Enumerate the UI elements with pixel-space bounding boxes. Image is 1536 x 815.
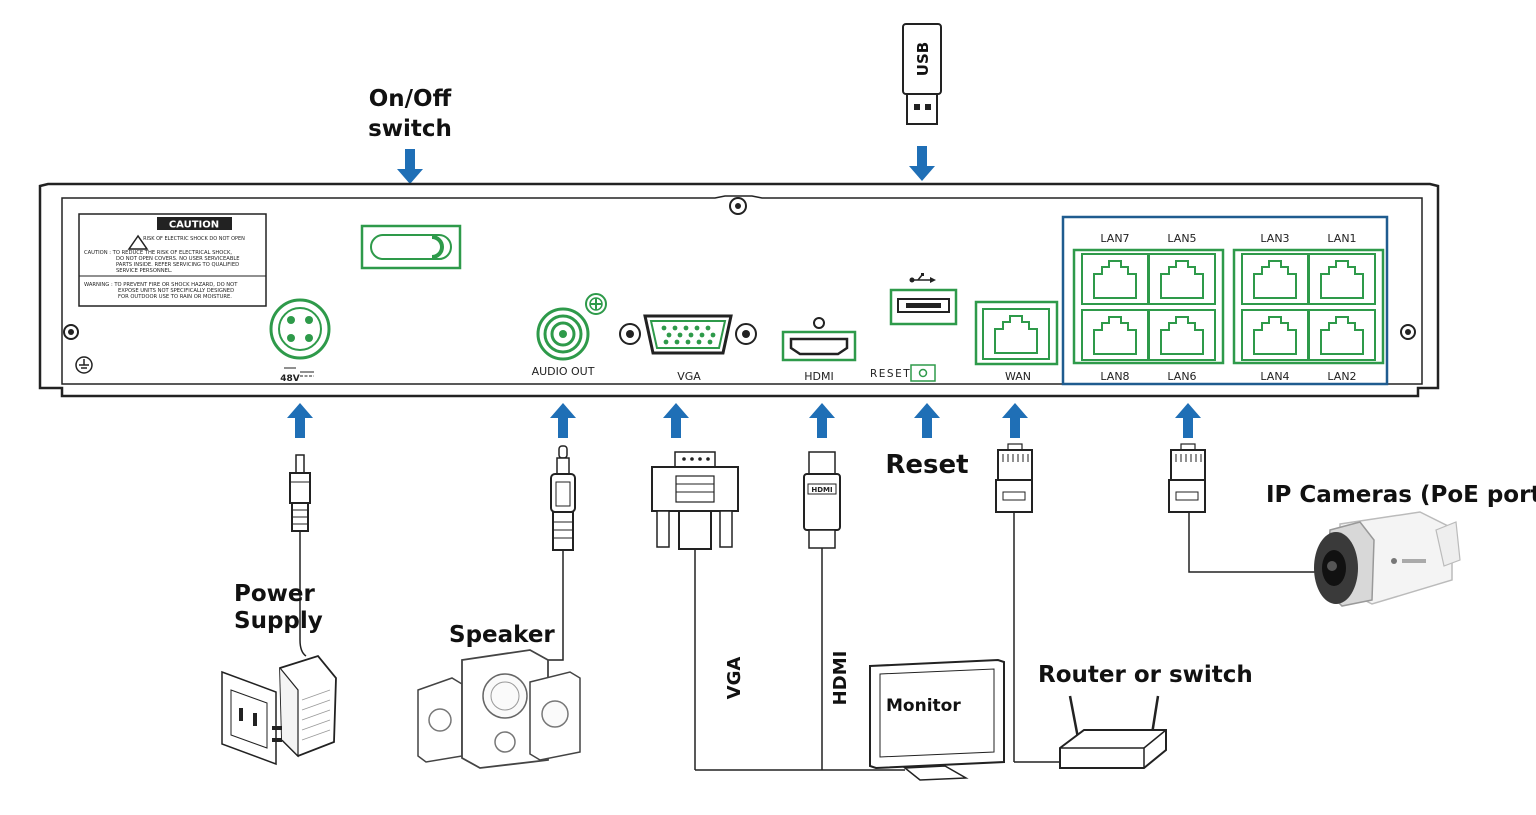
power-supply-label-line1: Power <box>234 581 316 607</box>
caution-line3: PARTS INSIDE. REFER SERVICING TO QUALIFI… <box>116 262 239 268</box>
lan3-label: LAN3 <box>1260 232 1289 245</box>
reset-arrow-icon <box>914 403 940 438</box>
hdmi-plug-icon: HDMI <box>803 451 841 770</box>
vga-arrow-icon <box>663 403 689 438</box>
usb-stick-icon <box>902 23 942 125</box>
caution-line1: CAUTION : TO REDUCE THE RISK OF ELECTRIC… <box>84 250 232 256</box>
lan6-port[interactable] <box>1148 309 1216 361</box>
ip-camera-icon <box>1314 511 1461 607</box>
lan5-label: LAN5 <box>1167 232 1196 245</box>
vga-plug-icon <box>651 451 739 770</box>
hdmi-port[interactable] <box>781 317 857 362</box>
caution-line4: SERVICE PERSONNEL. <box>116 268 173 274</box>
monitor-label: Monitor <box>886 696 961 716</box>
power-plug-icon <box>289 454 311 657</box>
lan-arrow-icon <box>1175 403 1201 438</box>
power-supply-label-line2: Supply <box>234 608 323 634</box>
wan-label: WAN <box>1005 370 1031 383</box>
hdmi-cable-label: HDMI <box>830 651 851 706</box>
lan4-label: LAN4 <box>1260 370 1289 383</box>
reset-callout: Reset <box>885 450 968 480</box>
onoff-label-line1: On/Off <box>369 86 452 112</box>
usb-symbol-icon <box>909 273 936 283</box>
usb-arrow-icon <box>909 146 935 181</box>
monitor-icon <box>869 658 1005 781</box>
warning-line1: WARNING : TO PREVENT FIRE OR SHOCK HAZAR… <box>84 282 238 288</box>
ground-icon <box>75 356 93 374</box>
speaker-label: Speaker <box>449 622 555 648</box>
wall-outlet-icon <box>221 670 277 766</box>
hdmi-arrow-icon <box>809 403 835 438</box>
router-icon <box>1059 695 1167 769</box>
vga-label: VGA <box>677 370 701 383</box>
audio-plug-icon <box>540 445 576 661</box>
lan3-port[interactable] <box>1241 253 1309 305</box>
usb-label: USB <box>914 42 932 76</box>
warning-triangle-icon <box>127 234 149 250</box>
lan1-label: LAN1 <box>1327 232 1356 245</box>
lan2-label: LAN2 <box>1327 370 1356 383</box>
power-switch[interactable] <box>360 224 462 270</box>
power-rating: 48V <box>280 374 300 384</box>
lan7-label: LAN7 <box>1100 232 1129 245</box>
vga-port[interactable] <box>619 314 757 355</box>
onoff-arrow-icon <box>397 149 423 184</box>
hdmi-plug-text: HDMI <box>811 486 832 494</box>
reset-button[interactable] <box>910 364 936 382</box>
router-label: Router or switch <box>1038 662 1253 688</box>
vga-cable-label: VGA <box>724 657 745 700</box>
caution-sub: RISK OF ELECTRIC SHOCK DO NOT OPEN <box>143 236 245 242</box>
power-arrow-icon <box>287 403 313 438</box>
screw-icon <box>585 293 607 315</box>
lan6-label: LAN6 <box>1167 370 1196 383</box>
lan-rj45-plug-icon <box>1168 443 1316 573</box>
audio-out-label: AUDIO OUT <box>532 365 595 378</box>
lan4-port[interactable] <box>1241 309 1309 361</box>
speaker-icon <box>417 649 581 769</box>
lan8-label: LAN8 <box>1100 370 1129 383</box>
ip-cameras-label: IP Cameras (PoE ports) <box>1266 482 1536 508</box>
caution-line2: DO NOT OPEN COVERS. NO USER SERVICEABLE <box>116 256 240 262</box>
reset-panel-label: RESET <box>870 368 911 380</box>
lan5-port[interactable] <box>1148 253 1216 305</box>
lan2-port[interactable] <box>1308 309 1376 361</box>
lan8-port[interactable] <box>1081 309 1149 361</box>
wan-rj45-plug-icon <box>995 443 1060 763</box>
warning-line3: FOR OUTDOOR USE TO RAIN OR MOISTURE. <box>118 294 232 300</box>
audio-arrow-icon <box>550 403 576 438</box>
caution-label: CAUTION RISK OF ELECTRIC SHOCK DO NOT OP… <box>78 213 267 307</box>
lan7-port[interactable] <box>1081 253 1149 305</box>
lan1-port[interactable] <box>1308 253 1376 305</box>
hdmi-label: HDMI <box>804 370 833 383</box>
power-adapter-icon <box>272 654 337 758</box>
onoff-label-line2: switch <box>368 116 452 142</box>
power-input-port[interactable] <box>269 298 331 360</box>
caution-title: CAUTION <box>169 220 219 231</box>
usb-port[interactable] <box>889 288 958 326</box>
warning-line2: EXPOSE UNITS NOT SPECIFICALLY DESIGNED <box>118 288 234 294</box>
wan-port[interactable] <box>974 300 1059 366</box>
audio-out-port[interactable] <box>536 307 590 361</box>
wan-arrow-icon <box>1002 403 1028 438</box>
